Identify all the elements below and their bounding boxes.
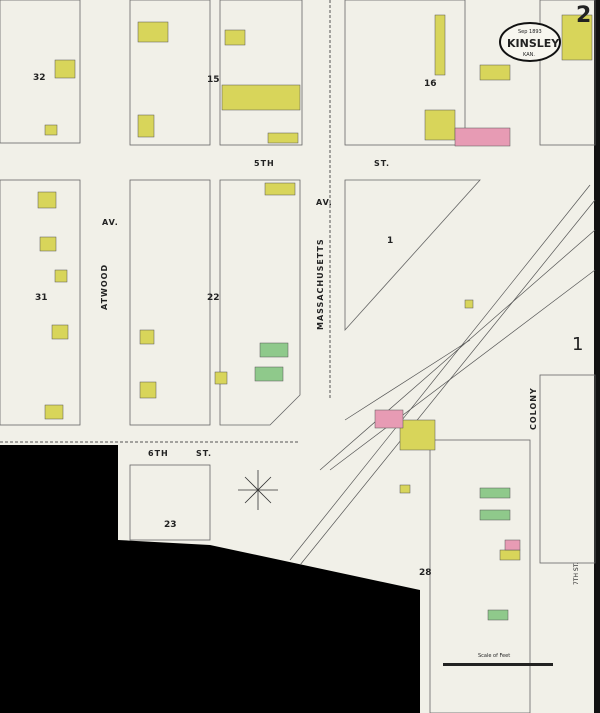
- map-outside-area: [0, 445, 420, 713]
- cartouche-city: KINSLEY: [507, 37, 560, 50]
- block-number: 22: [207, 293, 220, 303]
- block-number: 15: [207, 75, 220, 85]
- street-suffix-5th: ST.: [374, 159, 390, 168]
- block-number: 1: [387, 236, 393, 246]
- scale-bar: [443, 663, 553, 666]
- street-label-7th: 7TH ST.: [573, 562, 580, 585]
- block-number: 23: [164, 520, 177, 530]
- frame-buildings: [37, 14, 593, 561]
- street-suffix-6th: ST.: [196, 449, 212, 458]
- brick-buildings: [374, 127, 521, 551]
- adjacent-sheet-number: 1: [572, 334, 583, 355]
- block-number: 16: [424, 79, 437, 89]
- street-label-colony: COLONY: [529, 387, 538, 430]
- page-number: 2: [576, 3, 591, 28]
- cartouche-state: KAN.: [523, 52, 535, 58]
- street-label-massachusetts: MASSACHUSETTS: [316, 238, 325, 330]
- compass-rose: [238, 470, 278, 510]
- street-suffix-massachusetts: AV.: [316, 198, 333, 207]
- block-number: 32: [33, 73, 46, 83]
- scale-label: Scale of Feet: [478, 653, 510, 659]
- map-edge: [594, 0, 600, 713]
- railroad-tracks: [289, 184, 596, 566]
- street-label-6th: 6TH: [148, 449, 169, 458]
- block-number: 28: [419, 568, 432, 578]
- title-cartouche: [499, 22, 561, 62]
- street-label-5th: 5TH: [254, 159, 275, 168]
- cartouche-date: Sep 1893: [518, 29, 542, 35]
- block-number: 31: [35, 293, 48, 303]
- street-suffix-atwood: AV.: [102, 218, 119, 227]
- street-label-atwood: ATWOOD: [100, 264, 109, 310]
- stone-buildings: [254, 342, 511, 621]
